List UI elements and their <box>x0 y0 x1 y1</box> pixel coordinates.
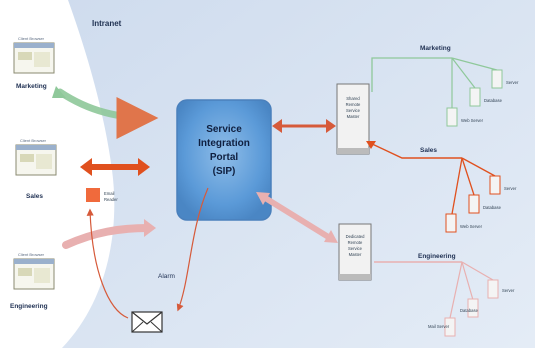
dedicated-master-line-1: Dedicated <box>346 234 366 239</box>
dedicated-master-line-2: Remote <box>348 240 363 245</box>
marketing-server-label: Server <box>506 80 519 85</box>
dedicated-master-line-4: Master <box>349 252 362 257</box>
client-browser-engineering: Client Browser Engineering <box>10 252 55 310</box>
intranet-label: Intranet <box>92 19 122 28</box>
marketing-link <box>371 57 452 92</box>
server-icon <box>487 279 499 299</box>
shared-master-line-1: Shared <box>346 96 360 101</box>
marketing-arrowhead <box>52 86 66 98</box>
engineering-group: Engineering Server Database Mail Server <box>374 253 515 337</box>
engineering-arrow <box>62 224 152 249</box>
group-label-engineering: Engineering <box>418 253 456 260</box>
client-browser-sales: Client Browser Sales <box>15 138 57 200</box>
sip-shared-arrowhead-right <box>326 119 336 133</box>
intranet-area <box>62 0 535 348</box>
shared-master-line-3: Service <box>346 108 361 113</box>
mail-server-icon <box>444 317 456 337</box>
engineering-mailserver-label: Mail Server <box>428 324 450 329</box>
web-server-icon <box>445 213 457 233</box>
sip-line-1: Service <box>206 124 242 135</box>
sip-line-4: (SIP) <box>213 166 236 177</box>
client-label-marketing: Marketing <box>16 83 47 90</box>
engineering-arrowhead <box>144 219 156 237</box>
server-icon <box>489 175 501 195</box>
marketing-link-2 <box>451 57 476 89</box>
client-browser-marketing: Client Browser Marketing <box>13 36 55 90</box>
alarm-label: Alarm <box>158 273 175 280</box>
sales-link-3 <box>451 157 463 215</box>
marketing-webserver-label: Web Server <box>461 118 484 123</box>
email-reader-label-1: Email <box>104 191 115 196</box>
sales-webserver-label: Web Server <box>460 224 483 229</box>
client-browser-caption: Client Browser <box>18 252 45 257</box>
sales-link-1 <box>461 157 496 177</box>
sales-arrowhead-left <box>80 158 92 176</box>
engineering-link-2 <box>461 261 474 301</box>
engineering-database-label: Database <box>460 308 479 313</box>
database-icon <box>467 298 479 318</box>
marketing-database-label: Database <box>484 98 503 103</box>
shared-remote-service-master: Shared Remote Service Master <box>336 83 370 155</box>
engineering-link-1 <box>461 261 494 281</box>
sip-shared-arrowhead-left <box>272 119 282 133</box>
sales-arrowhead <box>366 141 376 149</box>
sales-link-2 <box>461 157 475 196</box>
group-label-sales: Sales <box>420 147 437 154</box>
engineering-link-3 <box>449 261 463 319</box>
email-reader-label-2: Reader <box>104 197 118 202</box>
marketing-link-1 <box>451 57 498 71</box>
sales-arrowhead-right <box>138 158 150 176</box>
shared-master-line-2: Remote <box>346 102 361 107</box>
sales-group: Sales Server Database Web Server <box>366 141 517 233</box>
sales-database-label: Database <box>483 205 502 210</box>
group-label-marketing: Marketing <box>420 45 451 52</box>
sales-link <box>367 141 462 159</box>
client-browser-caption: Client Browser <box>18 36 45 41</box>
database-icon <box>469 87 481 107</box>
marketing-arrow <box>56 88 159 139</box>
sip-box: Service Integration Portal (SIP) <box>176 99 272 221</box>
client-browser-caption: Client Browser <box>20 138 47 143</box>
dedicated-remote-service-master: Dedicated Remote Service Master <box>338 223 372 281</box>
sip-dedicated-arrowhead-back <box>256 192 270 205</box>
web-server-icon <box>446 107 458 127</box>
client-label-sales: Sales <box>26 193 43 200</box>
sip-dedicated-link <box>260 193 332 241</box>
sales-server-label: Server <box>504 186 517 191</box>
client-label-engineering: Engineering <box>10 303 48 310</box>
shared-master-line-4: Master <box>347 114 360 119</box>
email-reader: Email Reader <box>86 188 118 202</box>
alarm-path <box>176 187 209 312</box>
sip-dedicated-arrowhead <box>324 230 338 243</box>
dedicated-master-line-3: Service <box>348 246 363 251</box>
envelope-icon <box>131 311 163 333</box>
engineering-server-label: Server <box>502 288 515 293</box>
sip-line-2: Integration <box>198 138 250 149</box>
database-icon <box>468 194 480 214</box>
sip-line-3: Portal <box>210 152 239 163</box>
server-icon <box>491 69 503 89</box>
email-return-path <box>86 208 129 319</box>
marketing-group: Marketing Server Database Web Server <box>371 45 519 127</box>
